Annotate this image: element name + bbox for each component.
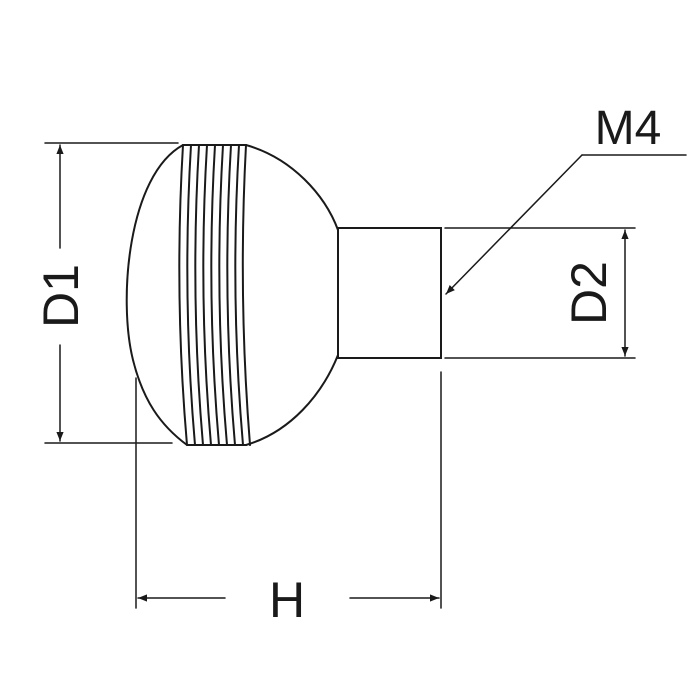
knob-stem	[337, 227, 442, 359]
d2-label: D2	[561, 261, 617, 325]
grip-grooves	[178, 144, 251, 446]
d1-label: D1	[33, 264, 89, 328]
m4-leader-diagonal	[445, 154, 583, 295]
knob-head-front-curve	[125, 144, 188, 446]
h-label: H	[269, 572, 305, 628]
m4-thread-label: M4	[595, 102, 662, 155]
knob-head-back-curve	[245, 144, 339, 446]
